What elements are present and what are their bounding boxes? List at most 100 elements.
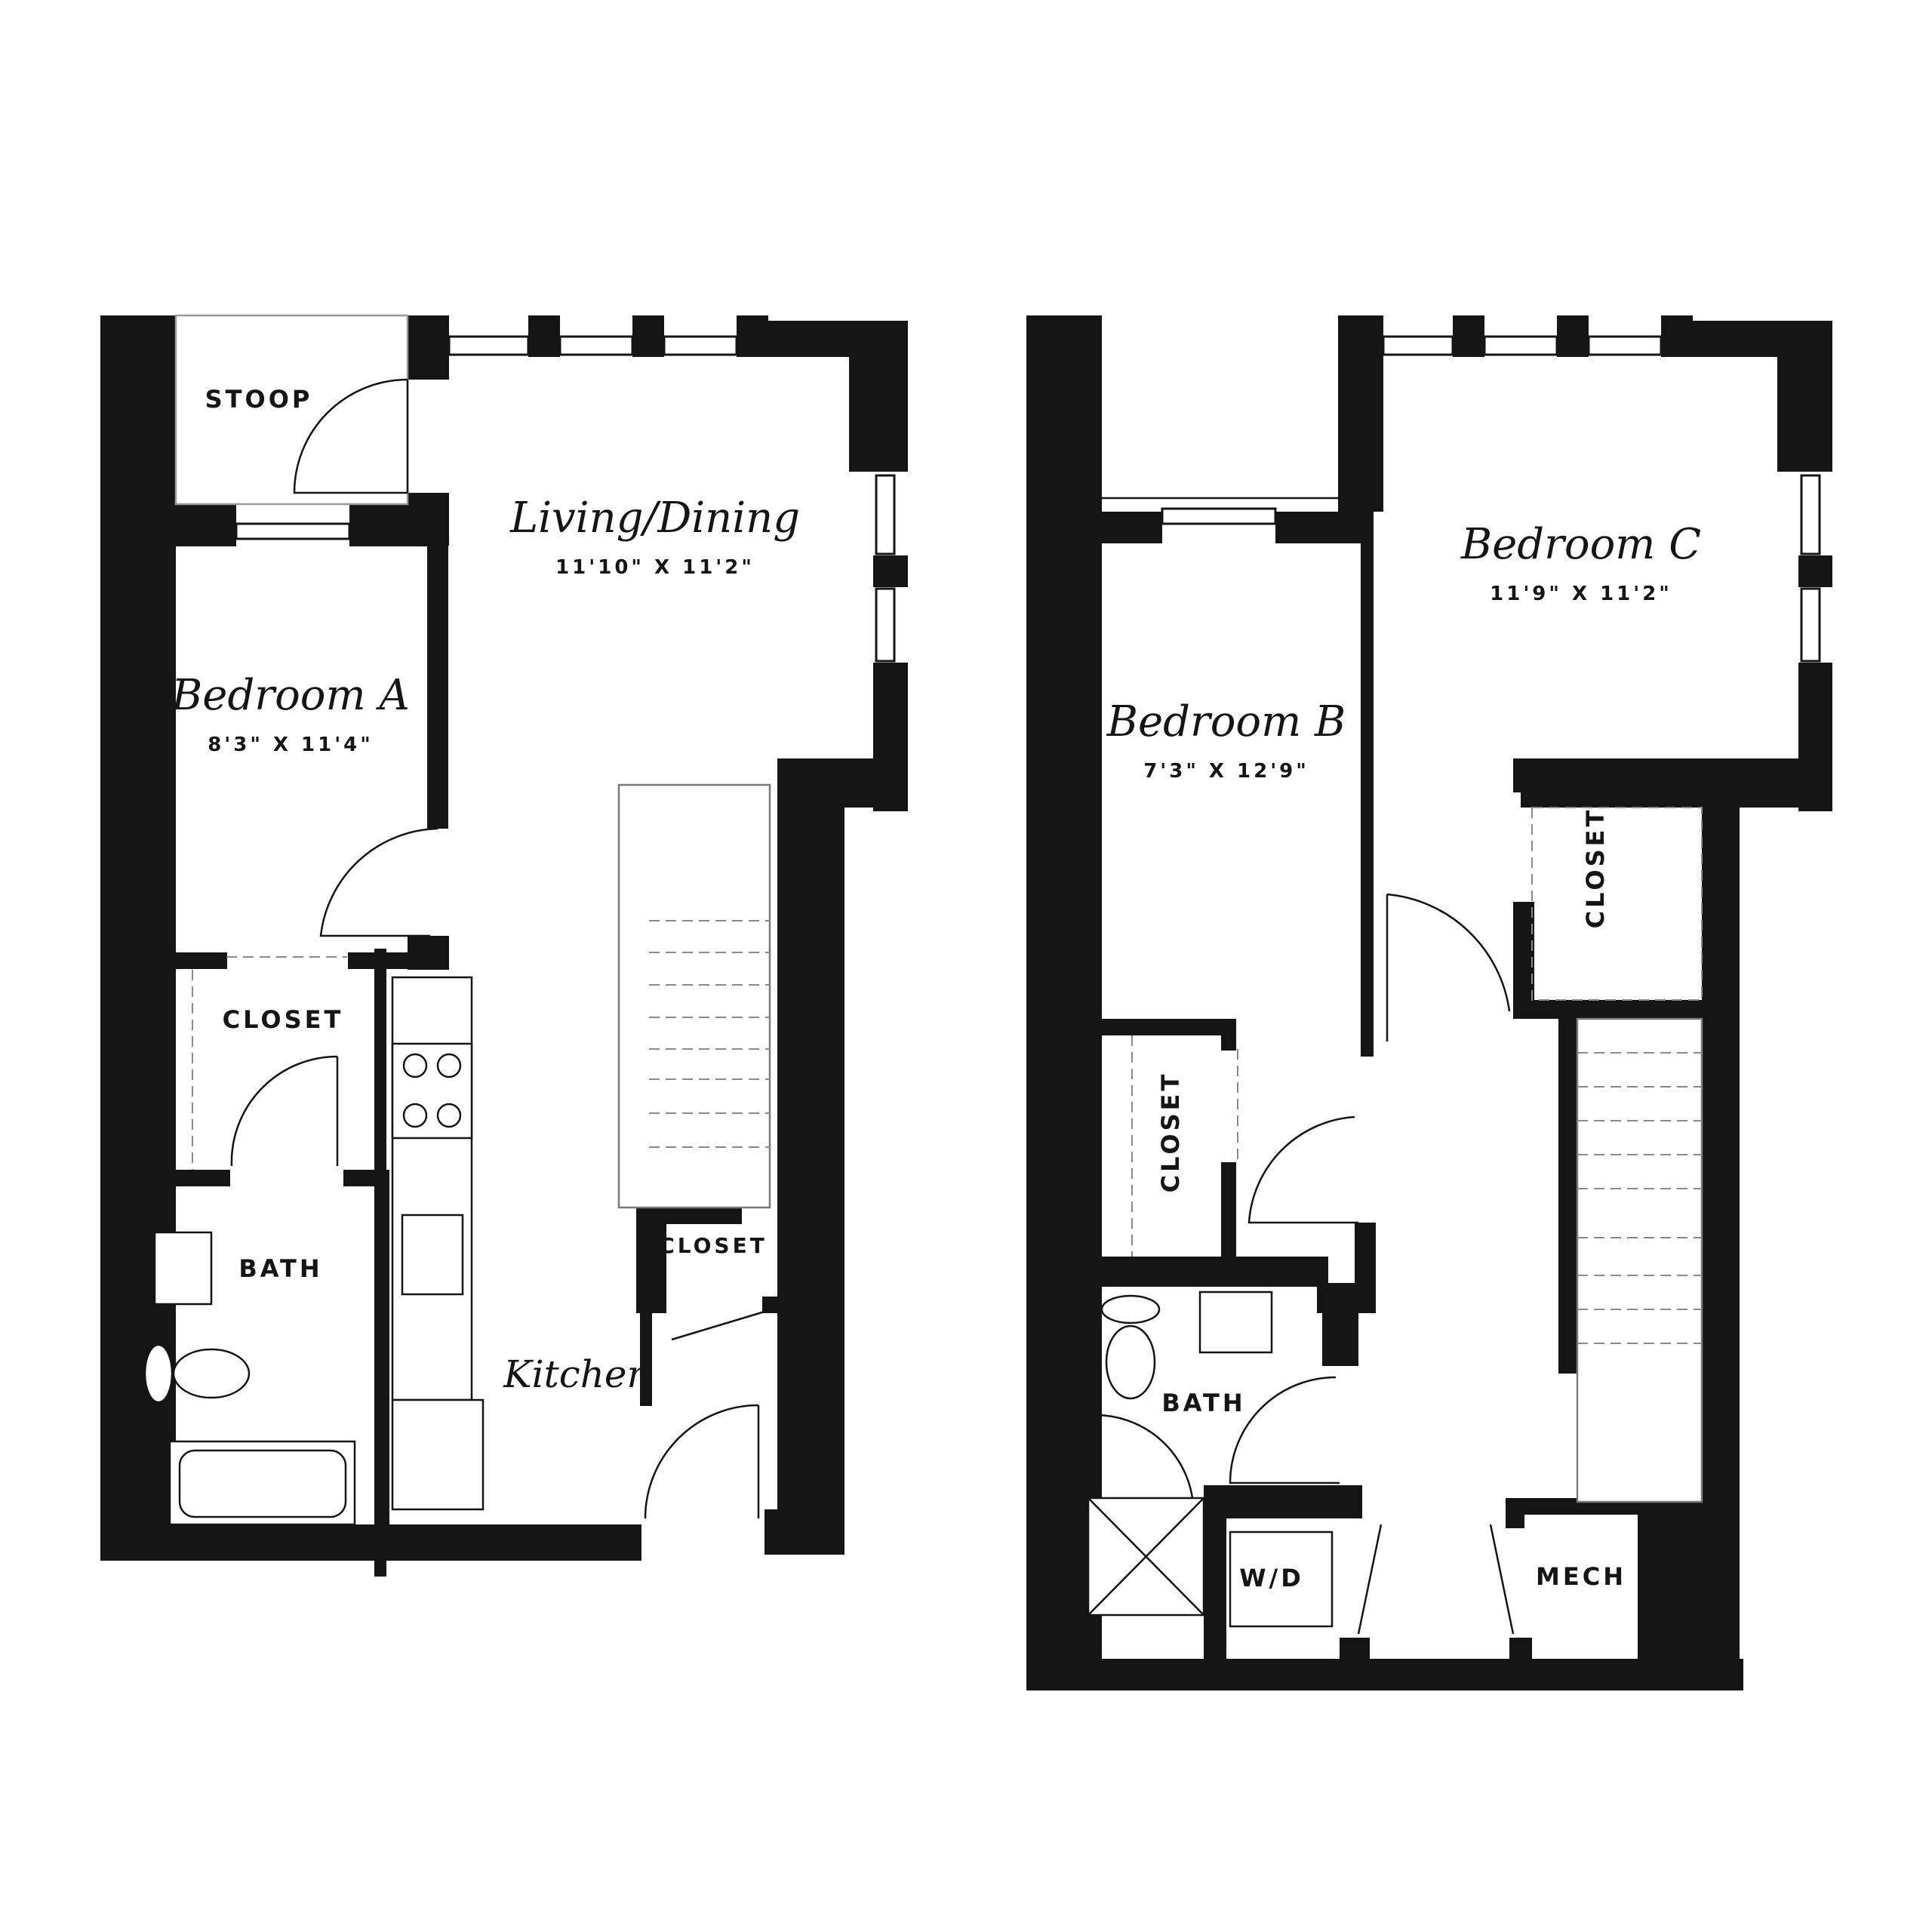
closet-b-label: CLOSET — [1156, 1072, 1185, 1193]
level-2-bath-fixtures — [1087, 1291, 1638, 1659]
wall — [873, 555, 908, 587]
level-2-plan: Bedroom B 7'3" X 12'9" Bedroom C 11'9" X… — [1026, 315, 1832, 1690]
wall — [762, 1297, 785, 1313]
window — [235, 522, 351, 540]
wall — [636, 1297, 666, 1313]
wall — [427, 546, 448, 829]
wall — [1026, 315, 1102, 1690]
toilet — [1105, 1324, 1156, 1400]
wall — [1204, 1498, 1226, 1660]
wall — [1661, 315, 1693, 357]
window — [1161, 507, 1277, 525]
door-swing — [293, 378, 409, 494]
wall — [1513, 1000, 1702, 1019]
wall — [777, 808, 826, 1555]
window — [875, 587, 896, 663]
closet-kitchen-label: CLOSET — [659, 1233, 768, 1258]
door-swing — [1094, 1414, 1194, 1499]
door-swing — [644, 1404, 760, 1519]
window — [448, 335, 530, 356]
bedroom-c-dimensions: 11'9" X 11'2" — [1490, 583, 1672, 605]
wall — [408, 936, 449, 970]
door-swing — [1357, 1524, 1383, 1635]
wall — [142, 1170, 230, 1186]
wall — [636, 1208, 742, 1224]
burner — [402, 1103, 428, 1128]
window — [1483, 335, 1558, 356]
level-1-bath-fixtures — [143, 1231, 356, 1526]
level-1-kitchen-fixtures — [391, 976, 485, 1511]
wall — [1798, 555, 1832, 587]
wall — [636, 1208, 666, 1313]
wall — [1638, 1509, 1706, 1660]
wall — [176, 504, 236, 546]
window — [663, 335, 738, 356]
shower-drain — [1088, 1497, 1204, 1616]
burner — [402, 1053, 428, 1078]
burner — [436, 1103, 462, 1128]
wall — [1521, 758, 1832, 808]
toilet — [172, 1348, 251, 1399]
window — [1382, 335, 1454, 356]
vanity-sink — [1198, 1291, 1273, 1354]
wall — [374, 1170, 389, 1555]
wall — [849, 321, 908, 472]
window — [558, 335, 634, 356]
window — [1800, 587, 1821, 663]
window — [1800, 474, 1821, 555]
wall — [1557, 315, 1589, 357]
wall — [1777, 321, 1832, 472]
kitchen-title: Kitchen — [503, 1352, 651, 1396]
wall — [777, 758, 908, 808]
wall — [1513, 758, 1534, 792]
door-swing — [1489, 1524, 1515, 1635]
bath-label-level-1: BATH — [238, 1254, 322, 1283]
toilet-tank — [1100, 1294, 1161, 1324]
wall — [1102, 512, 1162, 543]
living-dining-dimensions: 11'10" X 11'2" — [555, 556, 755, 579]
wall — [1072, 1019, 1232, 1035]
level-2-closet-lines — [1131, 807, 1703, 1257]
kitchen-sink — [401, 1214, 464, 1296]
wall — [408, 493, 449, 546]
wall — [1506, 1498, 1524, 1528]
mech-label: MECH — [1536, 1562, 1626, 1591]
level-1-closet-lines — [192, 956, 347, 1170]
wall — [1204, 1485, 1362, 1518]
door-swing — [319, 827, 438, 937]
wall — [1558, 1015, 1577, 1374]
bedroom-b-title: Bedroom B — [1106, 697, 1346, 746]
burner — [436, 1053, 462, 1078]
toilet-tank — [143, 1343, 174, 1404]
level-1-walls — [100, 315, 908, 1577]
closet-a-label: CLOSET — [223, 1005, 344, 1034]
wall — [1702, 808, 1740, 1690]
wall — [1338, 315, 1383, 512]
bedroom-a-title: Bedroom A — [171, 671, 410, 720]
wall — [583, 1524, 641, 1561]
bedroom-c-title: Bedroom C — [1460, 520, 1701, 569]
wall — [1513, 902, 1534, 1011]
level-2-walls — [1026, 315, 1832, 1690]
closet-c-label: CLOSET — [1581, 808, 1610, 929]
kitchen-counter — [391, 976, 473, 1401]
wall — [1221, 1162, 1236, 1264]
wd-label: W/D — [1239, 1564, 1304, 1592]
wall — [142, 952, 227, 969]
stair-frame — [1576, 1017, 1703, 1503]
bedroom-b-dimensions: 7'3" X 12'9" — [1143, 760, 1309, 783]
wall — [826, 808, 844, 1547]
stoop-railing — [174, 314, 409, 506]
living-dining-title: Living/Dining — [509, 494, 800, 543]
bath-label-level-2: BATH — [1161, 1389, 1245, 1417]
wall — [632, 315, 664, 357]
closet-shelf — [1531, 807, 1703, 1001]
mech-unit — [1536, 1524, 1638, 1659]
wall — [1221, 1019, 1236, 1051]
wall — [528, 315, 560, 357]
level-2-stairs — [1576, 1017, 1703, 1503]
level-1-plan: STOOP Living/Dining 11'10" X 11'2" Bedro… — [100, 314, 908, 1577]
bedroom-a-dimensions: 8'3" X 11'4" — [208, 734, 374, 756]
wall — [100, 1524, 583, 1561]
